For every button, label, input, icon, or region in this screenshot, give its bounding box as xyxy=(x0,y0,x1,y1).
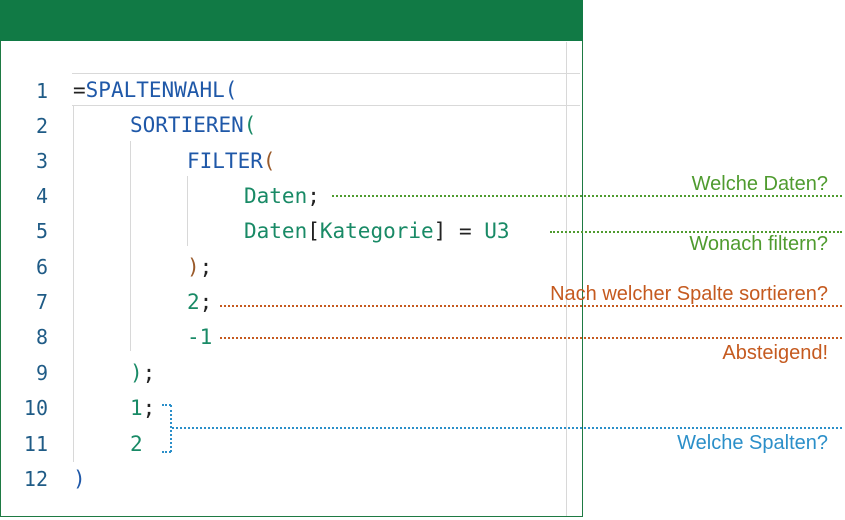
code-line[interactable]: 2 xyxy=(130,432,143,456)
current-line-highlight xyxy=(72,73,580,106)
bracket-bottom xyxy=(162,451,171,453)
code-line[interactable]: SORTIEREN( xyxy=(130,113,257,137)
leader-line-filter xyxy=(550,231,842,233)
line-number: 6 xyxy=(35,255,48,279)
leader-line-sortspalte xyxy=(220,305,842,307)
formula-editor-panel xyxy=(0,0,583,517)
code-line[interactable]: =SPALTENWAHL( xyxy=(73,78,238,102)
indent-guide xyxy=(73,106,74,462)
annotation-sortierspalte: Nach welcher Spalte sortieren? xyxy=(550,283,828,305)
indent-guide xyxy=(130,141,131,351)
code-line[interactable]: Daten[Kategorie] = U3 xyxy=(244,219,510,243)
leader-line-daten xyxy=(332,195,842,197)
code-line[interactable]: 1; xyxy=(130,396,156,420)
code-line[interactable]: ); xyxy=(130,361,156,385)
code-line[interactable]: ); xyxy=(187,255,213,279)
annotation-welche-daten: Welche Daten? xyxy=(691,173,828,195)
code-line[interactable]: ) xyxy=(73,467,86,491)
bracket-spalten xyxy=(170,405,172,452)
line-number: 11 xyxy=(23,432,48,456)
bracket-top xyxy=(162,404,171,406)
line-number: 3 xyxy=(35,149,48,173)
editor-title-bar xyxy=(0,0,583,41)
line-number: 9 xyxy=(35,361,48,385)
line-number: 8 xyxy=(35,325,48,349)
annotation-absteigend: Absteigend! xyxy=(722,342,828,364)
annotation-wonach-filtern: Wonach filtern? xyxy=(689,233,828,255)
line-number: 4 xyxy=(35,184,48,208)
annotation-welche-spalten: Welche Spalten? xyxy=(677,432,828,454)
code-line[interactable]: 2; xyxy=(187,290,213,314)
line-number: 12 xyxy=(23,467,48,491)
indent-guide xyxy=(187,176,188,246)
line-number: 7 xyxy=(35,290,48,314)
leader-line-spalten xyxy=(172,427,842,429)
code-line[interactable]: FILTER( xyxy=(187,149,276,173)
editor-scrollbar[interactable] xyxy=(566,42,567,516)
line-number: 2 xyxy=(35,114,48,138)
leader-line-absteigend xyxy=(220,337,842,339)
line-number: 1 xyxy=(35,79,48,103)
code-line[interactable]: Daten; xyxy=(244,184,320,208)
line-number: 10 xyxy=(23,396,48,420)
line-number: 5 xyxy=(35,219,48,243)
code-line[interactable]: -1 xyxy=(187,325,213,349)
